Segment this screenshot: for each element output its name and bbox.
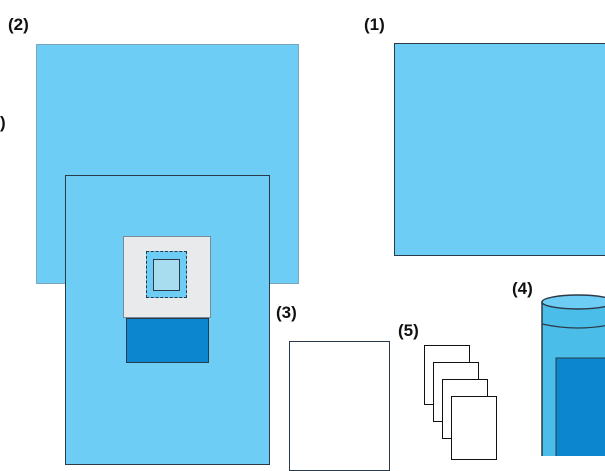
- fenestration-window: [153, 259, 180, 291]
- adhesive-pad: [126, 318, 209, 363]
- item-1-rectangle-drape: [394, 43, 605, 256]
- item-3-white-sheet: [289, 341, 390, 471]
- label-item-4: (4): [512, 279, 533, 298]
- item-4-cylinder-cover: [541, 294, 605, 456]
- label-item-1: (1): [364, 15, 385, 34]
- label-partial-edge: ): [0, 113, 6, 132]
- cylinder-inner-panel: [555, 357, 605, 456]
- label-item-2: (2): [8, 15, 29, 34]
- cylinder-band: [541, 323, 605, 329]
- item-5-card-4: [451, 396, 497, 460]
- label-item-3: (3): [276, 303, 297, 322]
- cylinder-top: [541, 294, 605, 310]
- label-item-5: (5): [398, 321, 419, 340]
